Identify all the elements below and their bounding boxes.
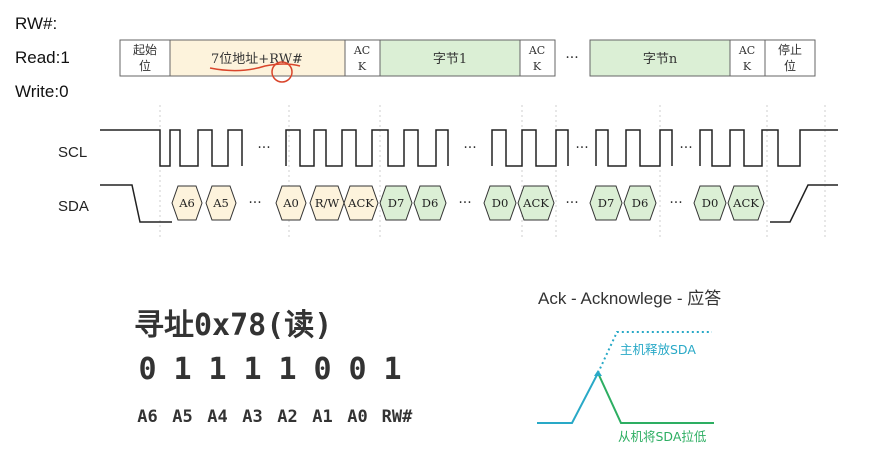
rw-legend-read: Read:1 bbox=[15, 48, 70, 67]
sda-cell-a5 bbox=[205, 185, 237, 221]
example-title: 寻址0x78(读) bbox=[134, 308, 333, 343]
ack-slave-line bbox=[597, 372, 714, 424]
frame-ack3-l1: AC bbox=[738, 44, 755, 57]
sda-cell-a6 bbox=[171, 185, 203, 221]
rw-legend-title: RW#: bbox=[15, 14, 58, 33]
sda-label-a6: A6 bbox=[178, 196, 195, 210]
ack-title: Ack - Acknowlege - 应答 bbox=[538, 289, 721, 308]
frame-address-box bbox=[169, 39, 346, 77]
bit-2: 1 bbox=[208, 352, 227, 387]
bit-5: 0 bbox=[313, 352, 332, 387]
sda-label: SDA bbox=[58, 198, 89, 215]
red-underline bbox=[209, 63, 301, 72]
bitname-2: A4 bbox=[207, 407, 228, 427]
svg-text:···: ··· bbox=[257, 140, 270, 156]
frame-ellipsis: ··· bbox=[565, 50, 578, 66]
sda-label-rw: R/W bbox=[315, 196, 340, 210]
svg-text:···: ··· bbox=[679, 140, 692, 156]
sda-cell-a0 bbox=[275, 185, 307, 221]
sda-label-d6-1: D6 bbox=[422, 196, 439, 210]
frame-address-label: 7位地址+RW# bbox=[211, 52, 303, 67]
frame-start-l2: 位 bbox=[139, 58, 151, 73]
scl-label: SCL bbox=[58, 144, 87, 161]
bitname-6: A0 bbox=[347, 407, 368, 427]
bit-1: 1 bbox=[173, 352, 192, 387]
frame-ack2-l1: AC bbox=[528, 44, 545, 57]
sda-cell-labels: A6 A5 A0 R/W ACK D7 D6 D0 ACK D7 D6 D0 A… bbox=[178, 196, 759, 210]
frame-ack3-l2: K bbox=[743, 60, 752, 73]
ack-master-dotted bbox=[597, 331, 712, 374]
bit-6: 0 bbox=[348, 352, 367, 387]
red-circle bbox=[271, 61, 293, 83]
frame-ack1-l1: AC bbox=[353, 44, 370, 57]
sda-cells bbox=[171, 185, 765, 221]
sda-ellipses: ··· ··· ··· ··· bbox=[248, 195, 682, 211]
sda-label-ack-2: ACK bbox=[522, 196, 549, 210]
svg-text:···: ··· bbox=[458, 195, 471, 211]
sda-label-d6-2: D6 bbox=[632, 196, 649, 210]
sda-label-a0: A0 bbox=[282, 196, 299, 210]
frame-stop-box bbox=[764, 39, 816, 77]
svg-text:···: ··· bbox=[575, 140, 588, 156]
frame-stop-l2: 位 bbox=[784, 58, 796, 73]
bitname-1: A5 bbox=[172, 407, 193, 427]
frame-ack-box-1 bbox=[344, 39, 381, 77]
frame-byten-box bbox=[589, 39, 731, 77]
bitname-4: A2 bbox=[277, 407, 298, 427]
sda-label-ack-1: ACK bbox=[347, 196, 374, 210]
scl-waveform bbox=[100, 129, 838, 167]
frame-start-l1: 起始 bbox=[133, 43, 157, 57]
sda-label-d0-1: D0 bbox=[492, 196, 509, 210]
sda-label-d7-2: D7 bbox=[598, 196, 615, 210]
frame-stop-l1: 停止 bbox=[778, 42, 802, 57]
bit-4: 1 bbox=[278, 352, 297, 387]
bit-0: 0 bbox=[138, 352, 157, 387]
sda-cell-ack-2 bbox=[517, 185, 555, 221]
frame-ack-box-2 bbox=[519, 39, 556, 77]
bitname-7: RW# bbox=[381, 407, 413, 427]
frame-ack2-l2: K bbox=[533, 60, 542, 73]
sda-cell-d7-2 bbox=[589, 185, 623, 221]
ack-master-label: 主机释放SDA bbox=[620, 342, 696, 357]
sda-label-d7-1: D7 bbox=[388, 196, 405, 210]
sda-cell-d7-1 bbox=[379, 185, 413, 221]
bitname-0: A6 bbox=[137, 407, 158, 427]
svg-text:···: ··· bbox=[248, 195, 261, 211]
frame-start-box bbox=[119, 39, 171, 77]
sda-cell-d6-1 bbox=[413, 185, 447, 221]
frame-ack1-l2: K bbox=[358, 60, 367, 73]
sda-label-a5: A5 bbox=[212, 196, 229, 210]
scl-ellipses: ··· ··· ··· ··· bbox=[257, 140, 692, 156]
frame-byten-label: 字节n bbox=[643, 52, 678, 67]
sda-label-d0-2: D0 bbox=[702, 196, 719, 210]
frame-ack-box-3 bbox=[729, 39, 766, 77]
sda-cell-d6-2 bbox=[623, 185, 657, 221]
sda-cell-d0-2 bbox=[693, 185, 727, 221]
sda-cell-d0-1 bbox=[483, 185, 517, 221]
frame-byte1-label: 字节1 bbox=[433, 52, 467, 67]
sda-cell-ack-1 bbox=[343, 185, 379, 221]
sda-label-ack-3: ACK bbox=[732, 196, 759, 210]
bit-3: 1 bbox=[243, 352, 262, 387]
ack-master-line bbox=[537, 372, 599, 424]
example-bit-names: A6 A5 A4 A3 A2 A1 A0 RW# bbox=[130, 407, 419, 427]
svg-text:···: ··· bbox=[669, 195, 682, 211]
bitname-5: A1 bbox=[312, 407, 333, 427]
bit-7: 1 bbox=[383, 352, 402, 387]
rw-legend-write: Write:0 bbox=[15, 82, 69, 101]
svg-text:···: ··· bbox=[463, 140, 476, 156]
sda-cell-ack-3 bbox=[727, 185, 765, 221]
frame-row bbox=[119, 39, 816, 77]
sda-waveform bbox=[100, 184, 838, 223]
svg-text:···: ··· bbox=[565, 195, 578, 211]
bitname-3: A3 bbox=[242, 407, 263, 427]
red-annotation bbox=[209, 61, 301, 83]
ack-slave-label: 从机将SDA拉低 bbox=[618, 429, 707, 444]
